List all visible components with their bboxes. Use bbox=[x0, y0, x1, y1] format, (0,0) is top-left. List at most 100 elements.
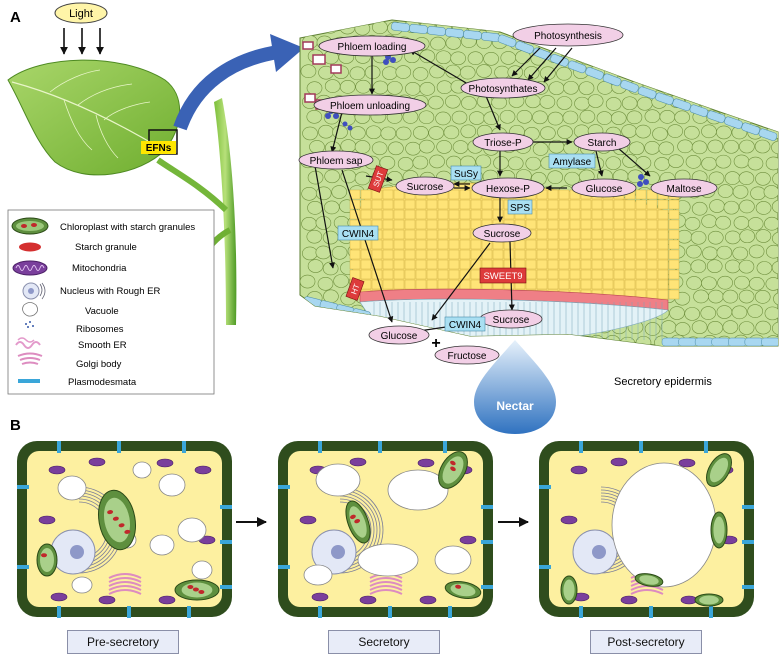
parenchyma-cell bbox=[498, 20, 515, 35]
parenchyma-cell bbox=[419, 82, 436, 96]
plasmodesmata bbox=[742, 540, 754, 544]
parenchyma-cell bbox=[747, 304, 763, 318]
parenchyma-cell bbox=[715, 215, 731, 230]
legend-label-starch: Starch granule bbox=[75, 242, 137, 253]
epidermis-cell bbox=[661, 337, 681, 346]
nectary-cell bbox=[646, 279, 658, 290]
parenchyma-cell bbox=[692, 20, 708, 35]
plasmodesmata bbox=[378, 441, 382, 453]
parenchyma-cell bbox=[307, 201, 323, 215]
parenchyma-cell bbox=[763, 185, 778, 199]
nectary-cell bbox=[602, 219, 614, 230]
plus-sign: + bbox=[431, 335, 440, 352]
nectary-cell bbox=[448, 269, 460, 280]
parenchyma-cell bbox=[685, 155, 702, 169]
nectary-cell bbox=[602, 249, 614, 260]
parenchyma-cell bbox=[699, 66, 716, 81]
nectary-cell bbox=[404, 249, 416, 260]
parenchyma-cell bbox=[765, 156, 778, 171]
parenchyma-cell bbox=[764, 64, 778, 78]
nectary-cell bbox=[393, 249, 405, 260]
epidermis-cell bbox=[515, 41, 534, 54]
parenchyma-cell bbox=[562, 110, 579, 125]
parenchyma-cell bbox=[322, 319, 339, 333]
parenchyma-cell bbox=[349, 66, 366, 81]
sieve-cell bbox=[302, 41, 314, 50]
legend: Chloroplast with starch granules Starch … bbox=[7, 209, 215, 395]
chloroplast bbox=[438, 451, 468, 489]
epidermis-cell bbox=[585, 67, 604, 80]
parenchyma-cell bbox=[723, 51, 740, 65]
parenchyma-cell bbox=[380, 126, 397, 141]
parenchyma-cell bbox=[701, 156, 717, 171]
parenchyma-cell bbox=[323, 200, 340, 215]
nectary-cell bbox=[437, 249, 449, 260]
parenchyma-cell bbox=[494, 337, 510, 346]
nectary-cell bbox=[591, 269, 603, 280]
parenchyma-cell bbox=[723, 81, 740, 96]
nectary-cell bbox=[415, 239, 427, 250]
epidermis-cell bbox=[761, 337, 778, 346]
node-glucose-mid-label: Glucose bbox=[586, 184, 623, 195]
nectary-cell bbox=[558, 279, 570, 290]
smooth-er-icon bbox=[15, 337, 41, 349]
node-phloem-sap-label: Phloem sap bbox=[310, 156, 363, 167]
plasmodesmata bbox=[742, 585, 754, 589]
ribosomes-icon bbox=[25, 321, 34, 328]
epidermis-cell bbox=[637, 86, 657, 99]
parenchyma-cell bbox=[637, 96, 653, 111]
parenchyma-cell bbox=[548, 81, 565, 95]
transporter-sut: SUT bbox=[367, 165, 389, 193]
nectary-cell bbox=[382, 219, 394, 230]
node-starch bbox=[573, 132, 631, 152]
parenchyma-cell bbox=[747, 156, 764, 171]
parenchyma-cell bbox=[547, 111, 564, 126]
node-photosynthesis-label: Photosynthesis bbox=[534, 31, 602, 42]
starch-granule bbox=[350, 514, 356, 519]
nectary-cell bbox=[635, 219, 647, 230]
golgi-body bbox=[108, 581, 142, 587]
nectary-cell bbox=[613, 229, 625, 240]
mitochondria bbox=[299, 515, 317, 525]
nectary-cell bbox=[646, 249, 658, 260]
stage-label-post-secretory: Post-secretory bbox=[590, 630, 702, 654]
nectary-cell bbox=[525, 279, 537, 290]
parenchyma-cell bbox=[738, 289, 755, 304]
plasmodesmata bbox=[742, 505, 754, 509]
node-photosynthesis bbox=[512, 23, 624, 47]
parenchyma-cell bbox=[684, 125, 700, 140]
zoom-arrow-head bbox=[270, 34, 304, 72]
nectary-cell bbox=[415, 249, 427, 260]
nectary-cell bbox=[558, 249, 570, 260]
nectary-cell bbox=[492, 209, 504, 220]
parenchyma-cell bbox=[772, 21, 778, 35]
petiole bbox=[156, 157, 229, 213]
nectary-cell bbox=[371, 209, 383, 220]
nectary-cell bbox=[426, 239, 438, 250]
nectary-cell bbox=[569, 199, 581, 210]
chloroplast bbox=[174, 579, 220, 601]
node-fructose-label: Fructose bbox=[448, 351, 487, 362]
nectary-cell bbox=[657, 269, 669, 280]
parenchyma-cell bbox=[739, 229, 756, 244]
nectary-cell bbox=[393, 199, 405, 210]
plasmodesmata bbox=[388, 606, 392, 618]
golgi-body bbox=[369, 585, 403, 591]
parenchyma-cell bbox=[686, 244, 702, 259]
vacuole bbox=[387, 469, 449, 511]
nectary-cell bbox=[426, 259, 438, 270]
starch-granule bbox=[41, 553, 47, 558]
nectary-cell bbox=[635, 269, 647, 280]
nectary-cell bbox=[558, 239, 570, 250]
nectary-cell bbox=[613, 259, 625, 270]
parenchyma-cell bbox=[771, 140, 778, 155]
mitochondria bbox=[98, 595, 116, 605]
mitochondria bbox=[678, 458, 696, 468]
nectary-cell bbox=[371, 239, 383, 250]
plasmodesmata bbox=[539, 565, 551, 569]
legend-label-nucleus: Nucleus with Rough ER bbox=[60, 286, 160, 297]
nectary-cell bbox=[437, 239, 449, 250]
nectary-cell bbox=[393, 259, 405, 270]
transporter-sweet9-label: SWEET9 bbox=[483, 271, 522, 282]
starch-granule bbox=[124, 529, 131, 534]
